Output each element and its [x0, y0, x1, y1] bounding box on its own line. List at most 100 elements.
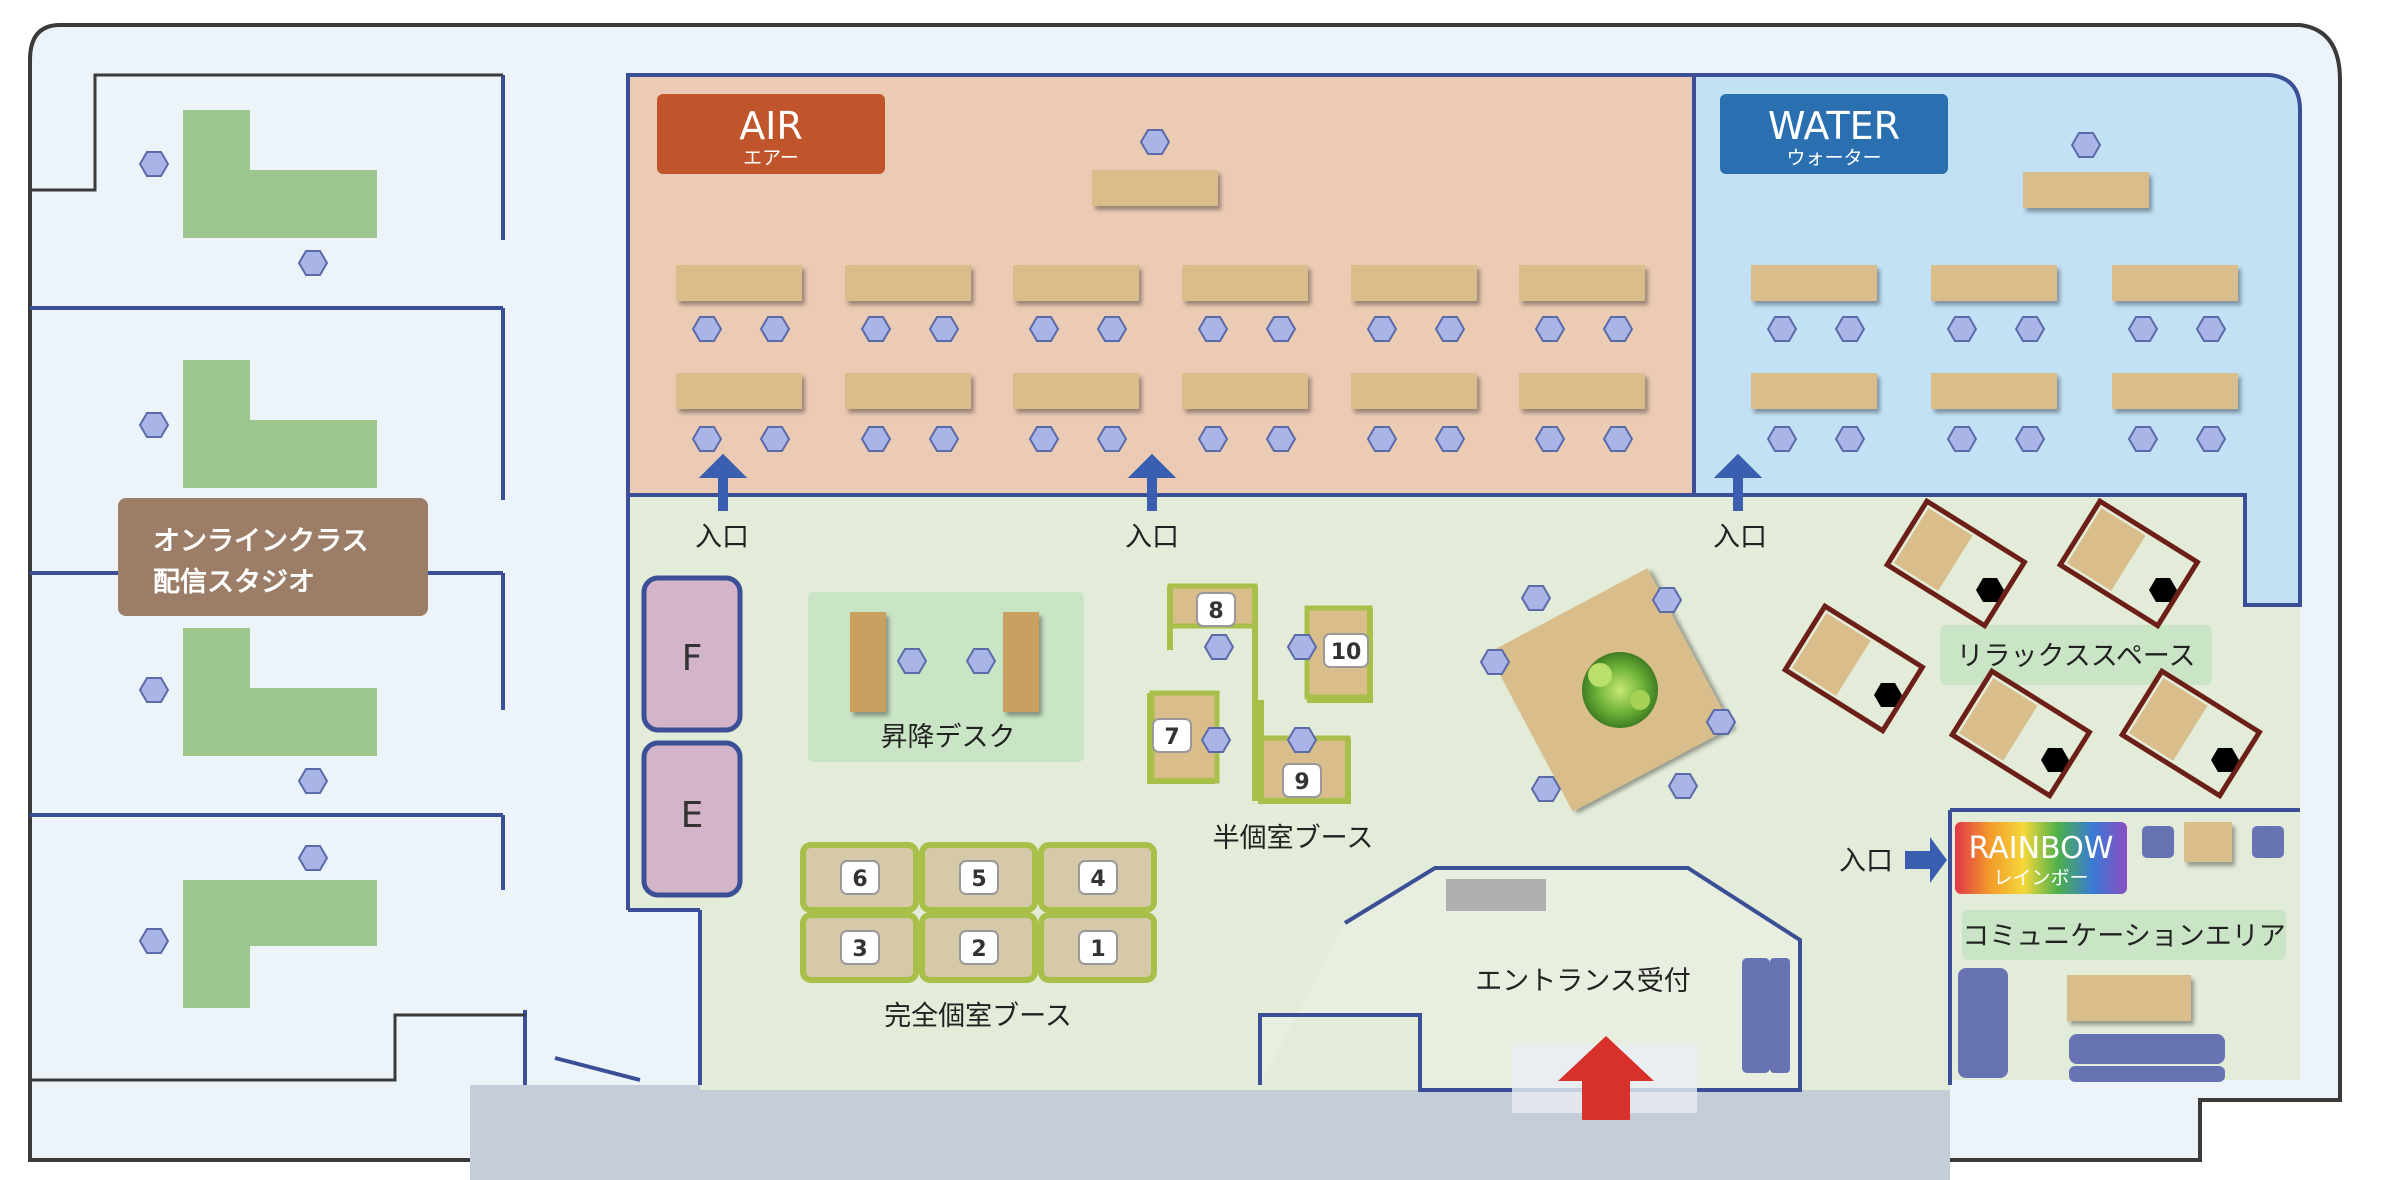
standing-desk-label: 昇降デスク	[881, 722, 1016, 753]
relax-space-label: リラックススペース	[1957, 641, 2196, 672]
seat-icon	[965, 648, 997, 674]
seat-icon	[1096, 316, 1128, 342]
private-booth-5: 5	[919, 842, 1038, 913]
seat-icon	[1602, 316, 1634, 342]
desk	[1351, 373, 1477, 409]
air-zone-kana: エアー	[743, 147, 799, 169]
room-f-label: F	[682, 638, 703, 679]
desk	[2023, 172, 2149, 208]
semi-private-booth-area: 8 10 7 9 半個室ブース	[1147, 583, 1374, 854]
desk	[1519, 373, 1645, 409]
seat-icon	[1200, 727, 1232, 753]
seat-icon	[1520, 585, 1552, 611]
studio-top-notch	[30, 73, 503, 192]
seat-icon	[1028, 426, 1060, 452]
seat-icon	[2195, 426, 2227, 452]
studio-desk	[183, 360, 377, 488]
booth-number: 1	[1090, 937, 1105, 962]
seat-icon	[1946, 426, 1978, 452]
private-booth-label: 完全個室ブース	[884, 1001, 1072, 1032]
communication-area-label: コミュニケーションエリア	[1962, 921, 2285, 952]
seat-icon	[138, 928, 170, 954]
desk	[1182, 265, 1308, 301]
private-booth-4: 4	[1038, 842, 1157, 913]
seat-icon	[928, 426, 960, 452]
seat-icon	[1766, 316, 1798, 342]
semi-private-booth-label: 半個室ブース	[1213, 823, 1374, 854]
seat-icon	[860, 426, 892, 452]
seat-icon	[2070, 132, 2102, 158]
seat-icon	[1366, 426, 1398, 452]
booth-number-9: 9	[1282, 763, 1322, 798]
desk	[2112, 373, 2238, 409]
desk	[2112, 265, 2238, 301]
seat-icon	[1534, 316, 1566, 342]
seat-icon	[1946, 316, 1978, 342]
seat-icon	[1705, 709, 1737, 735]
svg-text:10: 10	[1331, 640, 1362, 665]
desk	[1751, 373, 1877, 409]
water-zone-name: WATER	[1768, 104, 1900, 148]
seat-icon	[1197, 426, 1229, 452]
seat-icon	[1667, 773, 1699, 799]
seat-icon	[1265, 316, 1297, 342]
private-booth-1: 1	[1038, 912, 1157, 983]
private-booth-3: 3	[800, 912, 919, 983]
seat-icon	[1203, 634, 1235, 660]
seat-icon	[2041, 748, 2069, 772]
svg-text:9: 9	[1294, 770, 1309, 795]
seat-icon	[1197, 316, 1229, 342]
seat-icon	[896, 648, 928, 674]
booth-wall	[1147, 586, 1373, 804]
studio-bottom-notch	[30, 1013, 525, 1082]
water-zone-badge: WATER ウォーター	[1720, 94, 1948, 174]
water-desks	[1751, 172, 2238, 409]
desk	[676, 265, 802, 301]
entrance-label: 入口	[1125, 522, 1179, 553]
seat-icon	[2211, 748, 2239, 772]
private-booth-2: 2	[919, 912, 1038, 983]
seat-icon	[2014, 316, 2046, 342]
zone-seats	[691, 129, 2227, 452]
studio-seats	[138, 151, 329, 954]
online-studio-label-line2: 配信スタジオ	[153, 567, 315, 598]
room-f: F	[641, 575, 743, 733]
standing-desk-area: 昇降デスク	[808, 592, 1084, 762]
seat-icon	[297, 768, 329, 794]
seat-icon	[138, 412, 170, 438]
seat-icon	[1139, 129, 1171, 155]
svg-text:8: 8	[1208, 599, 1223, 624]
seat-icon	[1434, 426, 1466, 452]
seat-icon	[138, 151, 170, 177]
booth-number: 4	[1090, 867, 1105, 892]
desk	[845, 265, 971, 301]
seat-icon	[2127, 426, 2159, 452]
entrance-label: 入口	[1713, 522, 1767, 553]
seat-icon	[1286, 634, 1318, 660]
seat-icon	[1479, 649, 1511, 675]
seat-icon	[297, 250, 329, 276]
booth-number: 5	[971, 867, 986, 892]
desk	[1013, 373, 1139, 409]
desk	[1931, 373, 2057, 409]
seat-icon	[1834, 316, 1866, 342]
seat-icon	[1651, 587, 1683, 613]
seat-icon	[2195, 316, 2227, 342]
desk	[1931, 265, 2057, 301]
seat-icon	[1096, 426, 1128, 452]
seat-icon	[2149, 578, 2177, 602]
desk	[1351, 265, 1477, 301]
seat-icon	[2127, 316, 2159, 342]
seat-icon	[1602, 426, 1634, 452]
room-e-label: E	[681, 795, 704, 836]
seat-icon	[1766, 426, 1798, 452]
air-zone-name: AIR	[739, 104, 803, 148]
communication-area: コミュニケーションエリア	[1958, 910, 2286, 1082]
booth-number-10: 10	[1323, 633, 1369, 668]
rainbow-zone-kana: レインボー	[1993, 867, 2088, 889]
seat-icon	[1834, 426, 1866, 452]
relax-space: リラックススペース	[1781, 497, 2263, 800]
studio-desk	[183, 628, 377, 756]
desk	[676, 373, 802, 409]
